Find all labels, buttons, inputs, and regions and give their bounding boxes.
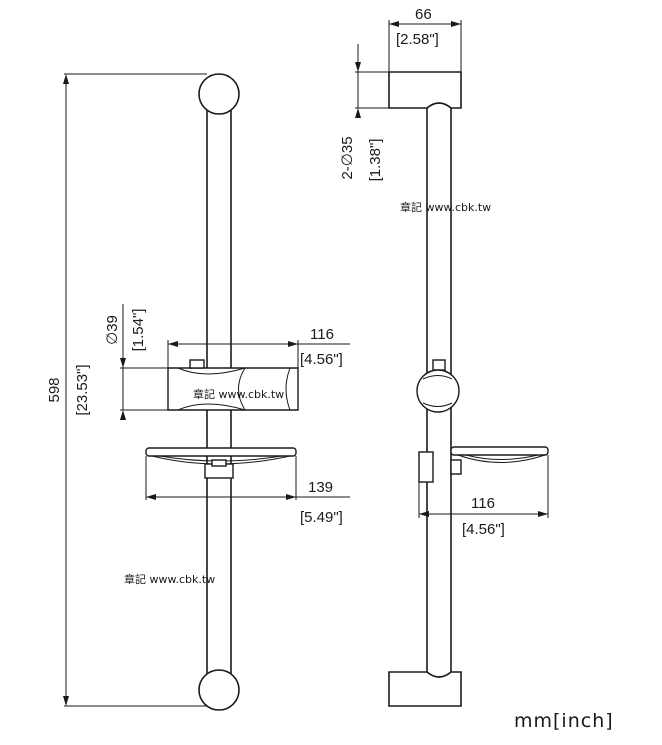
side-dish-depth-mm: 116 <box>471 495 495 512</box>
side-bracket-width-mm: 66 <box>415 6 432 23</box>
front-height-mm: 598 <box>46 377 63 402</box>
side-view: 66 [2.58"] 2-∅35 [1.38"] 116 [4.56"] 章記 … <box>339 6 549 707</box>
side-top-bracket <box>388 71 462 109</box>
front-holder-diameter-mm: ∅39 <box>104 315 121 345</box>
side-mount-diameter-mm: 2-∅35 <box>339 136 356 179</box>
units-label: mm[inch] <box>514 710 614 732</box>
front-holder <box>167 359 299 411</box>
front-holder-width-mm: 116 <box>310 326 334 343</box>
front-holder-width-inch: [4.56"] <box>300 351 343 368</box>
front-height-inch: [23.53"] <box>74 364 91 415</box>
watermark-front-holder: 章記 www.cbk.tw <box>193 387 284 401</box>
front-dish-width-inch: [5.49"] <box>300 509 343 526</box>
front-soap-dish <box>145 447 297 479</box>
side-dish-depth-inch: [4.56"] <box>462 521 505 538</box>
front-holder-diameter-inch: [1.54"] <box>130 309 147 352</box>
side-bracket-width-inch: [2.58"] <box>396 31 439 48</box>
side-mount-diameter-inch: [1.38"] <box>367 139 384 182</box>
front-dish-width-mm: 139 <box>308 479 333 496</box>
side-bottom-bracket <box>388 671 462 707</box>
watermark-side: 章記 www.cbk.tw <box>400 200 491 214</box>
front-top-end-cap <box>198 73 240 115</box>
watermark-front-bottom: 章記 www.cbk.tw <box>124 572 215 586</box>
side-holder <box>416 359 460 413</box>
front-bottom-end-cap <box>198 669 240 711</box>
side-soap-dish <box>418 446 549 483</box>
front-view: 598 [23.53"] ∅39 [1.54"] 116 [4.56"] 139… <box>46 73 350 711</box>
